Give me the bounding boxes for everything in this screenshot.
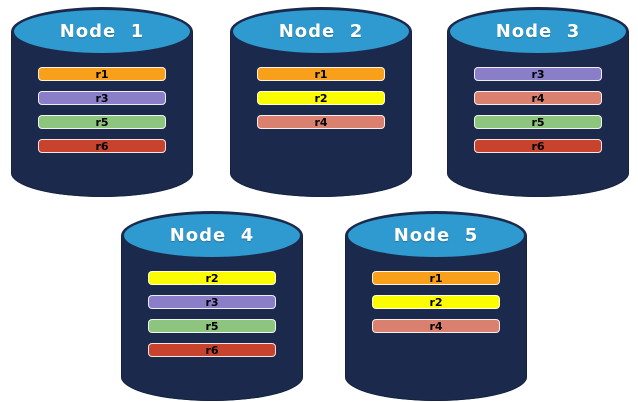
cylinder-body: [345, 235, 527, 401]
replica-bar-r1: r1: [372, 271, 500, 285]
node-title: Node 2: [278, 21, 364, 42]
node-cylinder-2: Node 2 r1 r2 r4: [230, 7, 412, 197]
replica-bar-r6: r6: [474, 139, 602, 153]
replica-bar-r4: r4: [474, 91, 602, 105]
replica-bar-r3: r3: [474, 67, 602, 81]
cylinder-top-ellipse: [11, 7, 193, 56]
replica-bar-r3: r3: [38, 91, 166, 105]
replica-bar-r1: r1: [257, 67, 385, 81]
cylinder-top-ellipse: [121, 211, 303, 260]
cylinder-body: [230, 31, 412, 197]
node-cylinder-1: Node 1 r1 r3 r5 r6: [11, 7, 193, 197]
cylinder-top-ellipse: [447, 7, 629, 56]
replica-bar-r2: r2: [148, 271, 276, 285]
node-cylinder-3: Node 3 r3 r4 r5 r6: [447, 7, 629, 197]
replica-bars: r3 r4 r5 r6: [447, 67, 629, 153]
replica-bar-r5: r5: [148, 319, 276, 333]
replica-bar-r2: r2: [372, 295, 500, 309]
node-cylinder-5: Node 5 r1 r2 r4: [345, 211, 527, 401]
cylinder-top-ellipse: [345, 211, 527, 260]
cylinder-body: [121, 235, 303, 401]
replica-bars: r1 r2 r4: [345, 271, 527, 333]
replica-bar-r6: r6: [38, 139, 166, 153]
cylinder-body: [447, 31, 629, 197]
replica-bars: r1 r3 r5 r6: [11, 67, 193, 153]
cylinder-body: [11, 31, 193, 197]
node-title: Node 5: [393, 225, 479, 246]
cylinder-top-ellipse: [230, 7, 412, 56]
node-cylinder-4: Node 4 r2 r3 r5 r6: [121, 211, 303, 401]
replica-bar-r3: r3: [148, 295, 276, 309]
replica-bar-r1: r1: [38, 67, 166, 81]
node-title: Node 3: [495, 21, 581, 42]
replica-bars: r2 r3 r5 r6: [121, 271, 303, 357]
replica-bar-r6: r6: [148, 343, 276, 357]
replica-bar-r5: r5: [474, 115, 602, 129]
replica-bar-r5: r5: [38, 115, 166, 129]
replica-bar-r2: r2: [257, 91, 385, 105]
replica-bar-r4: r4: [257, 115, 385, 129]
node-title: Node 4: [169, 225, 255, 246]
node-title: Node 1: [59, 21, 145, 42]
replica-bars: r1 r2 r4: [230, 67, 412, 129]
replica-bar-r4: r4: [372, 319, 500, 333]
